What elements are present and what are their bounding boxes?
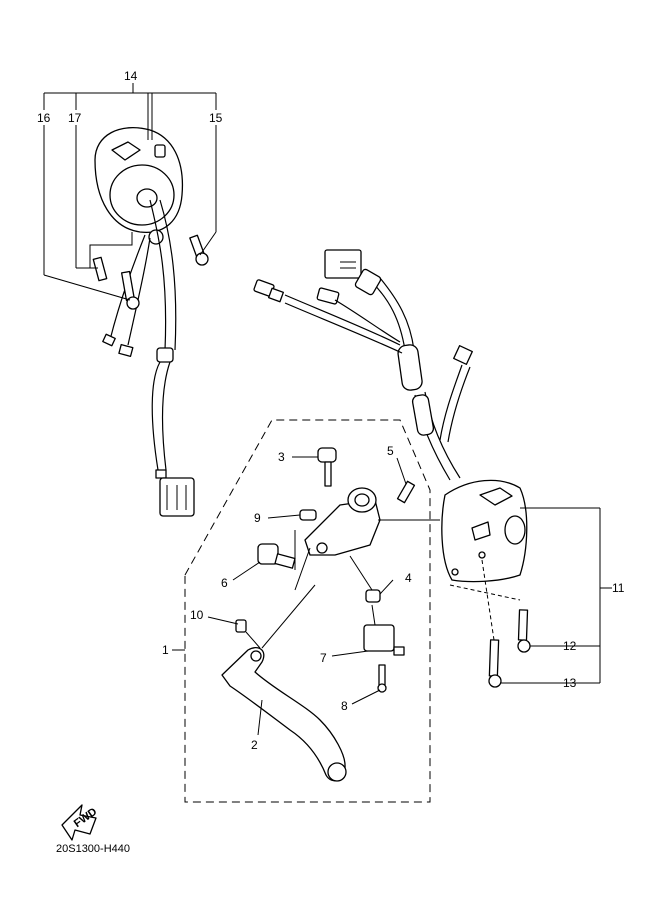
- lever-bracket: [304, 499, 381, 556]
- callout-17: 17: [68, 111, 82, 125]
- callout-3: 3: [278, 450, 285, 464]
- callout-11: 11: [612, 581, 625, 595]
- clutch-lever: [221, 647, 346, 782]
- right-switch-connector: [324, 249, 362, 279]
- callout-5: 5: [387, 444, 394, 458]
- callout-15: 15: [209, 111, 223, 125]
- clutch-switch: [363, 624, 395, 652]
- callout-8: 8: [341, 699, 348, 713]
- callout-4: 4: [405, 571, 412, 585]
- callout-14: 14: [124, 69, 138, 83]
- callout-13: 13: [563, 676, 577, 690]
- callout-6: 6: [221, 576, 228, 590]
- callout-1: 1: [162, 643, 169, 657]
- callout-7: 7: [320, 651, 327, 665]
- fwd-arrow-icon: FWD: [61, 804, 99, 841]
- callout-10: 10: [190, 608, 204, 622]
- left-handlebar-switch: [94, 126, 184, 245]
- callout-12: 12: [563, 639, 577, 653]
- drawing-code: 20S1300-H440: [56, 843, 130, 855]
- callout-16: 16: [37, 111, 51, 125]
- callout-9: 9: [254, 511, 261, 525]
- callout-2: 2: [251, 738, 258, 752]
